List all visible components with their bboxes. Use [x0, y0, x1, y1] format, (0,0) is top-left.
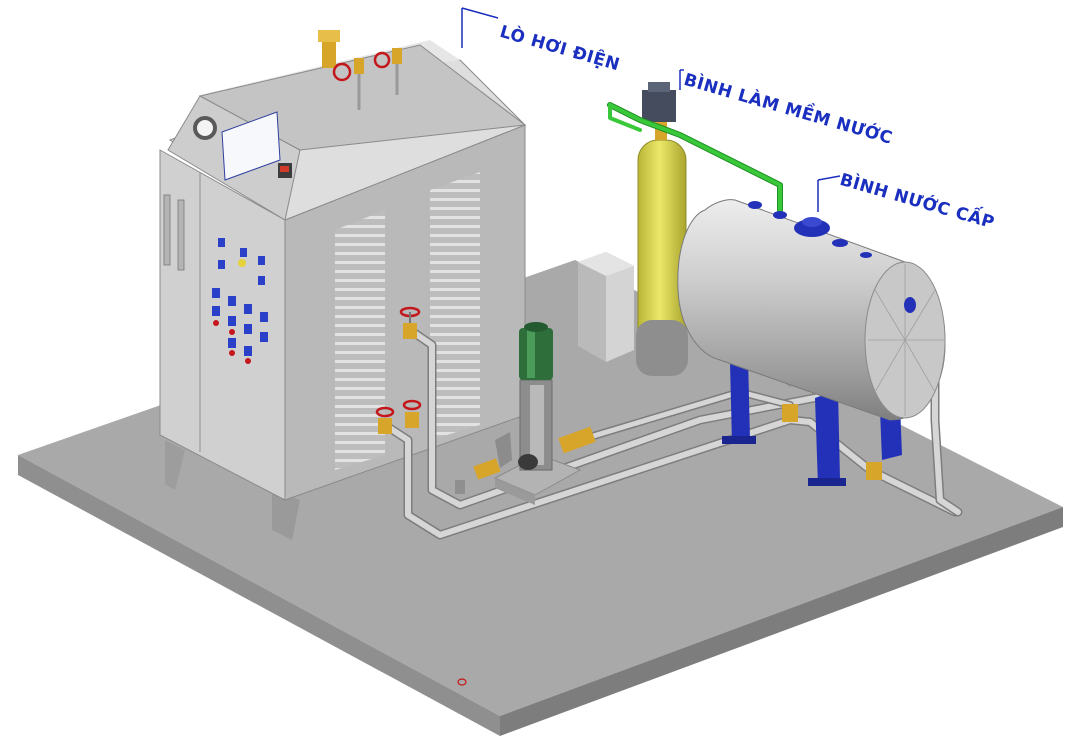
callout-leaders: [461, 7, 841, 181]
feed-water-tank: [677, 180, 946, 486]
control-box: [578, 252, 634, 362]
water-pump: [493, 322, 582, 505]
softened-water-line: [607, 102, 783, 213]
electric-boiler: [159, 8, 527, 540]
control-panel: [212, 238, 268, 364]
water-softener: [636, 70, 688, 376]
pipe-valves: [375, 306, 882, 494]
